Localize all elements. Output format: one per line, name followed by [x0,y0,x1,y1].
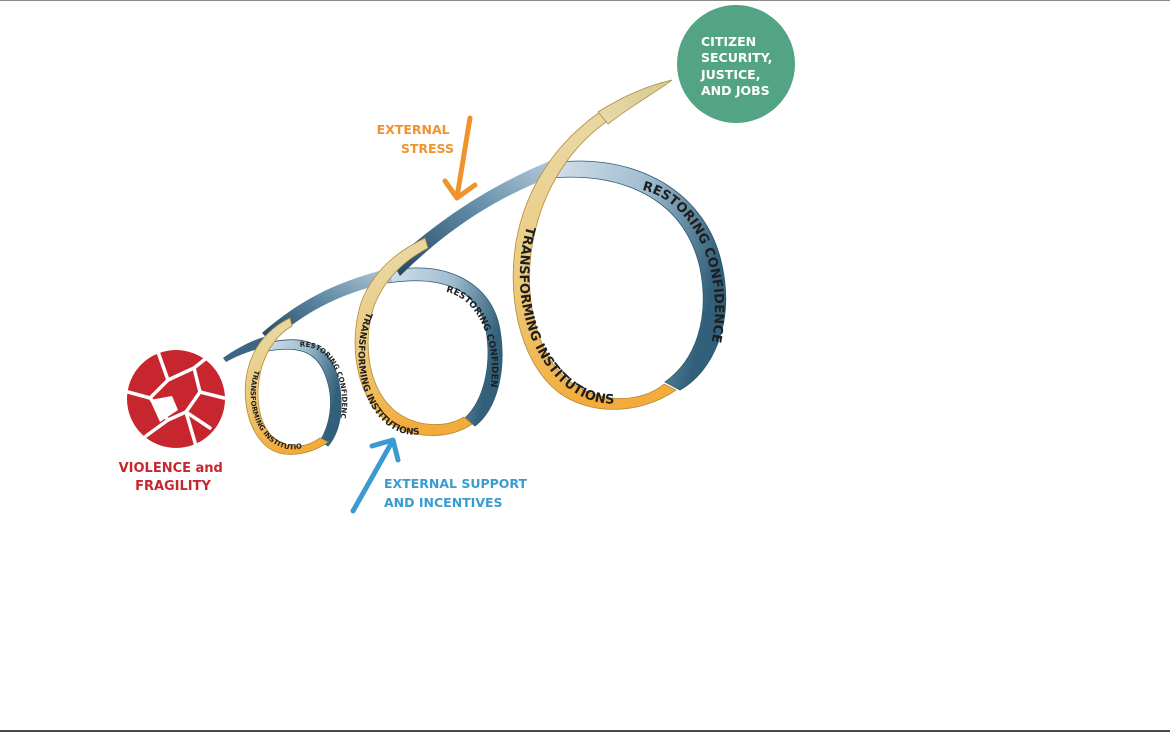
connector-strip-start [223,336,270,362]
goal-label-line-1: CITIZEN [701,34,756,49]
ribbon-label-back-2: RESTORING CONFIDENCE [0,0,499,388]
ribbon-label-front-2-path: TRANSFORMING INSTITUTIONS [356,311,420,438]
shattered-circle-body [127,350,225,448]
ribbon-label-back-3-path: RESTORING CONFIDENCE [641,179,726,344]
origin-label: VIOLENCE and FRAGILITY [119,461,228,494]
ribbon-label-back-2-path: RESTORING CONFIDENCE [0,0,499,388]
external-support-arrow-icon [350,437,401,514]
ribbon-label-back-3: RESTORING CONFIDENCE [641,179,726,344]
shattered-circle-icon [126,350,226,448]
external-support-line-1: EXTERNAL SUPPORT [384,476,527,491]
goal-circle [677,5,795,123]
goal-label-line-4: AND JOBS [701,83,770,98]
goal-label-line-3: JUSTICE, [700,67,760,82]
external-stress-line-2: STRESS [401,141,454,156]
connector-strip-goal [597,79,673,125]
external-support-line-2: AND INCENTIVES [384,495,503,510]
connector-strip-2 [392,160,556,276]
transforming-institutions-ribbon-2 [354,237,473,436]
ribbon-label-front-3-path: TRANSFORMING INSTITUTIONS [516,225,615,408]
ribbon-label-front-2: TRANSFORMING INSTITUTIONS [356,311,420,438]
external-stress-label: EXTERNAL STRESS [377,122,454,156]
origin-label-line-1: VIOLENCE and [119,461,223,476]
external-stress-arrow-icon [442,115,478,201]
external-support-label: EXTERNAL SUPPORT AND INCENTIVES [384,476,531,510]
origin-label-line-2: FRAGILITY [135,479,211,494]
goal-label: CITIZEN SECURITY, JUSTICE, AND JOBS [700,34,777,98]
connector-strip-1 [262,268,392,342]
external-stress-line-1: EXTERNAL [377,122,450,137]
transforming-institutions-ribbon-3 [512,111,677,410]
transforming-institutions-ribbon-1 [244,317,329,455]
restoring-confidence-ribbon-3 [544,160,726,391]
restoring-confidence-ribbon-2 [384,267,503,427]
goal-label-line-2: SECURITY, [701,50,772,65]
ribbon-label-front-3: TRANSFORMING INSTITUTIONS [516,225,615,408]
